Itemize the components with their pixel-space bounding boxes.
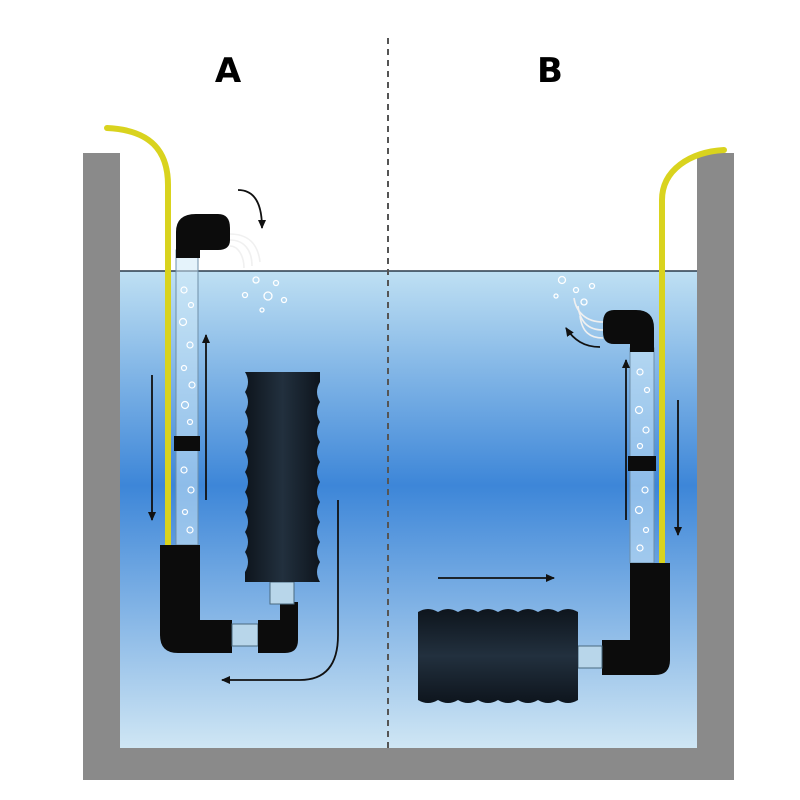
bubbles-tube-b	[634, 368, 651, 552]
airline-tube-b	[659, 147, 727, 568]
surface-bubbles-a	[241, 276, 288, 313]
sponge-filter-b	[418, 609, 578, 703]
lift-tube-b	[629, 347, 655, 564]
panel-label-b: B	[537, 51, 563, 91]
airline-tube-a	[104, 125, 171, 548]
tube-coupler-a	[174, 436, 200, 451]
flow-arrow-return-a	[221, 500, 339, 684]
flow-arrow-surface-a	[237, 189, 266, 229]
sponge-filter-a	[245, 372, 320, 582]
flow-arrow-surface-b	[565, 327, 601, 348]
sponge-stem-b	[577, 645, 603, 669]
tank-left-wall	[83, 153, 120, 780]
base-elbow-a	[160, 545, 232, 653]
lift-tube-a	[175, 249, 199, 546]
sponge-elbow-a	[258, 602, 298, 653]
outlet-elbow-b	[603, 310, 654, 352]
outflow-streams-a	[229, 233, 261, 269]
panel-a	[104, 125, 339, 684]
tube-coupler-b	[628, 456, 656, 471]
panel-label-a: A	[214, 51, 242, 91]
tank-right-wall	[697, 153, 734, 780]
connector-a	[231, 623, 259, 647]
tank	[83, 153, 734, 780]
bubbles-tube-a	[178, 286, 196, 534]
surface-bubbles-b	[553, 275, 596, 306]
base-elbow-b	[602, 563, 670, 675]
tank-bottom	[83, 748, 734, 780]
sponge-stem-a	[269, 581, 295, 605]
outlet-elbow-a	[176, 214, 230, 258]
outflow-streams-b	[573, 297, 604, 339]
panel-b	[418, 147, 727, 703]
